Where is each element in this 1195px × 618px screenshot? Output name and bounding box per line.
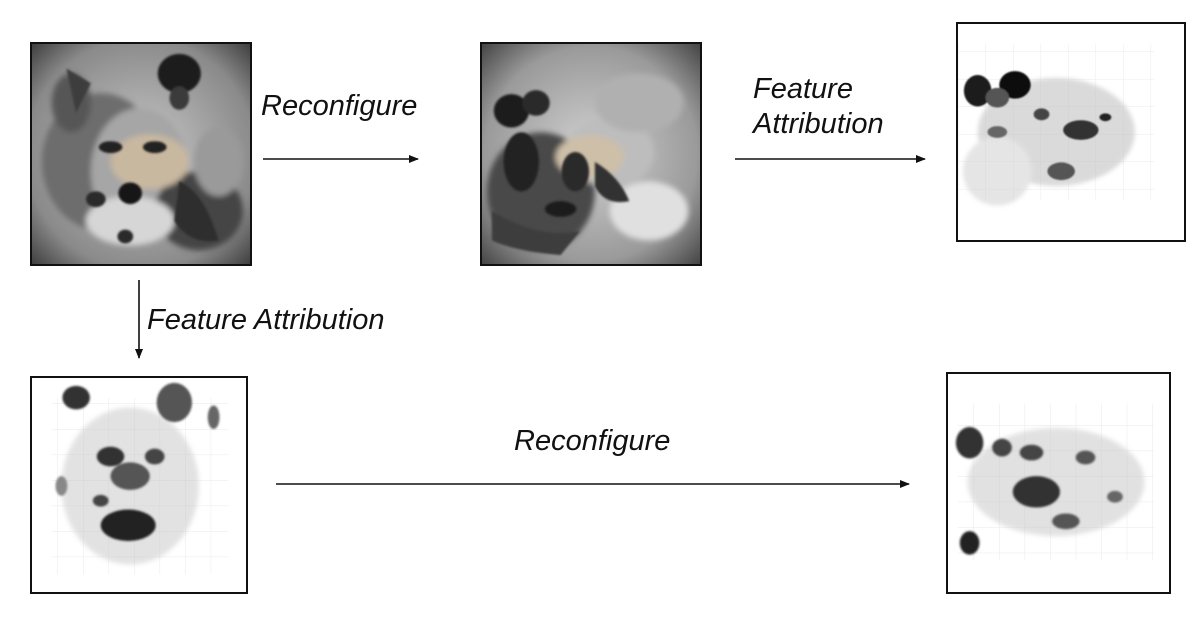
reconfigure-label-top: Reconfigure: [261, 90, 418, 122]
reconfigure-label-bottom: Reconfigure: [514, 425, 671, 457]
attribution-map-wolf-reconfigured: [946, 372, 1171, 594]
feature-attribution-label-top-line2: Attribution: [753, 108, 884, 140]
wolf-image: [30, 42, 252, 266]
attribution-map-reconfigured: [956, 22, 1186, 242]
attribution-map-wolf: [30, 376, 248, 594]
feature-attribution-label-top-line1: Feature: [753, 73, 853, 105]
reconfigured-image: [480, 42, 702, 266]
feature-attribution-label-left: Feature Attribution: [147, 304, 385, 336]
